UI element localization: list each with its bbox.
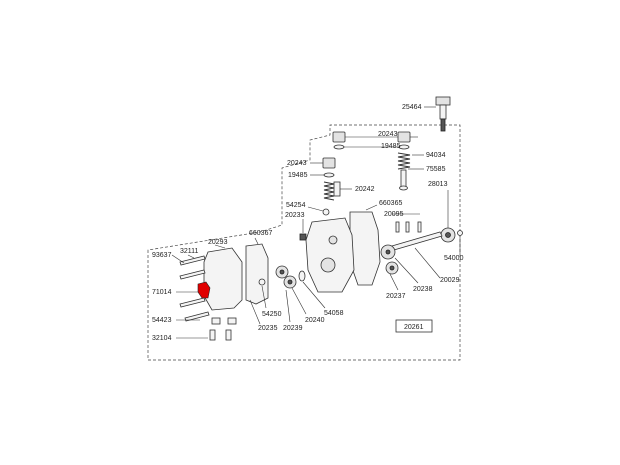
part-20238-gear[interactable] [380,244,396,260]
label-660365: 660365 [379,200,402,207]
kit-box-20261 [395,319,433,333]
label-20029: 20029 [440,277,460,284]
label-20240: 20240 [305,317,325,324]
part-20242-pin[interactable] [333,181,341,197]
label-94034: 94034 [426,152,446,159]
label-54058: 54058 [324,310,344,317]
label-25464: 25464 [402,104,422,111]
part-20243-plug-upper[interactable] [332,131,411,143]
part-20233[interactable] [299,233,307,241]
part-bolts-lower[interactable] [179,297,210,322]
label-28013: 28013 [428,181,448,188]
label-20243-left: 20243 [287,160,307,167]
label-20237: 20237 [386,293,406,300]
part-54250[interactable] [258,278,266,286]
part-660365-gasket[interactable] [349,211,381,286]
label-20243-top: 20243 [378,131,398,138]
part-75585-valve[interactable] [399,169,408,191]
label-20261: 20261 [404,324,424,331]
label-54250: 54250 [262,311,282,318]
label-660367: 660367 [249,230,272,237]
part-pump-body[interactable] [305,217,355,293]
part-20239-gear[interactable] [283,275,297,289]
part-54000-nut[interactable] [457,230,463,236]
part-660367-gasket[interactable] [245,243,269,305]
part-20237-gear[interactable] [385,261,399,275]
label-54423: 54423 [152,317,172,324]
label-20233: 20233 [285,212,305,219]
part-54254[interactable] [322,208,330,216]
part-93637-bolts[interactable] [179,255,206,280]
label-20238: 20238 [413,286,433,293]
assembly-boundary [147,124,461,361]
label-20095: 20095 [384,211,404,218]
part-spring-lower[interactable] [323,181,335,201]
part-32104-fittings[interactable] [209,317,237,341]
part-94034-spring[interactable] [397,152,411,170]
label-71014: 71014 [152,289,172,296]
part-28013-gear[interactable] [440,227,456,243]
part-19485-oring-lower[interactable] [323,172,335,178]
part-20293-cover[interactable] [203,247,243,311]
part-20240-gear[interactable] [275,265,289,279]
label-20242: 20242 [355,186,375,193]
part-54058-washer[interactable] [298,270,306,282]
label-19485-left: 19485 [288,172,308,179]
label-54254: 54254 [286,202,306,209]
label-32111: 32111 [180,248,199,255]
label-75585: 75585 [426,166,446,173]
label-20293: 20293 [208,239,228,246]
label-54000: 54000 [444,255,464,262]
part-20243-plug-lower[interactable] [322,157,336,169]
part-25464-sensor[interactable] [435,96,451,132]
label-20239: 20239 [283,325,303,332]
label-93637: 93637 [152,252,172,259]
part-20095-screws[interactable] [395,221,422,233]
label-20235: 20235 [258,325,278,332]
label-19485-top: 19485 [381,143,401,150]
label-32104: 32104 [152,335,172,342]
